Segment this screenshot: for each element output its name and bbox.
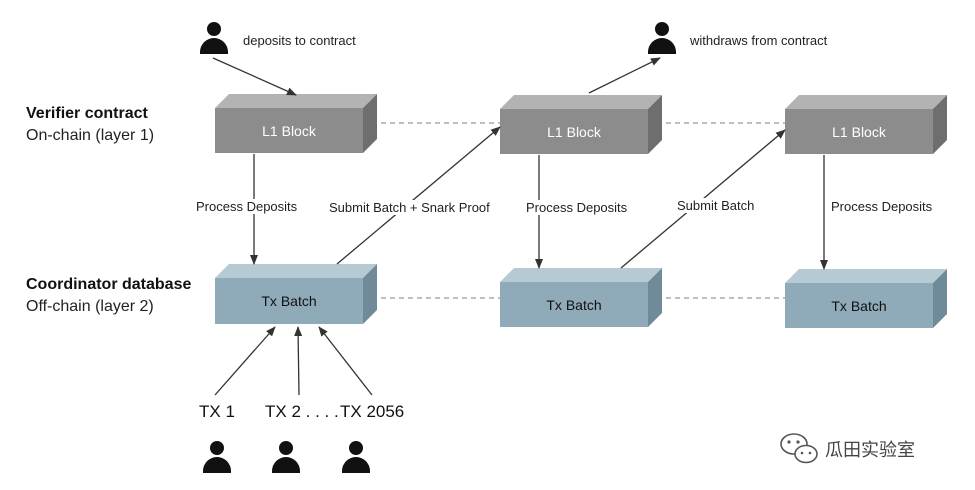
tx-2056-user-icon [342,441,370,473]
tx-2-user-icon [272,441,300,473]
withdraw-label: withdraws from contract [690,33,828,48]
tx-2056-label: TX 2056 [340,402,405,421]
l1-block-3-label: L1 Block [832,124,887,140]
l1-row-title: Verifier contract [26,105,148,122]
withdraw-arrow [588,57,661,94]
tx2056-arrow [318,326,373,396]
tx-batch-3: Tx Batch [785,269,947,328]
submit-batch-snark-arrow [336,126,501,265]
tx2-arrow [294,326,303,396]
l2-row-title: Coordinator database [26,276,192,293]
l1-block-1: L1 Block [215,94,377,153]
deposit-arrow [212,57,297,96]
wechat-logo-icon [780,433,818,464]
process-deposits-label-1: Process Deposits [196,199,298,214]
l1-block-1-label: L1 Block [262,123,317,139]
l1-block-2: L1 Block [500,95,662,154]
process-deposits-label-2: Process Deposits [526,200,628,215]
l1-block-2-label: L1 Block [547,124,602,140]
l1-row-subtitle: On-chain (layer 1) [26,127,155,144]
depositor-user-icon [200,22,228,54]
process-deposits-label-3: Process Deposits [831,199,933,214]
watermark-text: 瓜田实验室 [825,440,915,460]
tx1-arrow [214,326,276,396]
tx-batch-1-label: Tx Batch [261,293,316,309]
l1-block-3: L1 Block [785,95,947,154]
tx-1-user-icon [203,441,231,473]
submit-batch-snark-label: Submit Batch + Snark Proof [329,200,490,215]
l2-row-subtitle: Off-chain (layer 2) [26,298,154,315]
tx-batch-2: Tx Batch [500,268,662,327]
withdrawer-user-icon [648,22,676,54]
tx-batch-3-label: Tx Batch [831,298,886,314]
deposit-label: deposits to contract [243,33,356,48]
tx-1-label: TX 1 [199,402,235,421]
tx-batch-2-label: Tx Batch [546,297,601,313]
tx-batch-1: Tx Batch [215,264,377,324]
submit-batch-label: Submit Batch [677,198,755,213]
tx-2-label: TX 2 . . . . [265,402,339,421]
